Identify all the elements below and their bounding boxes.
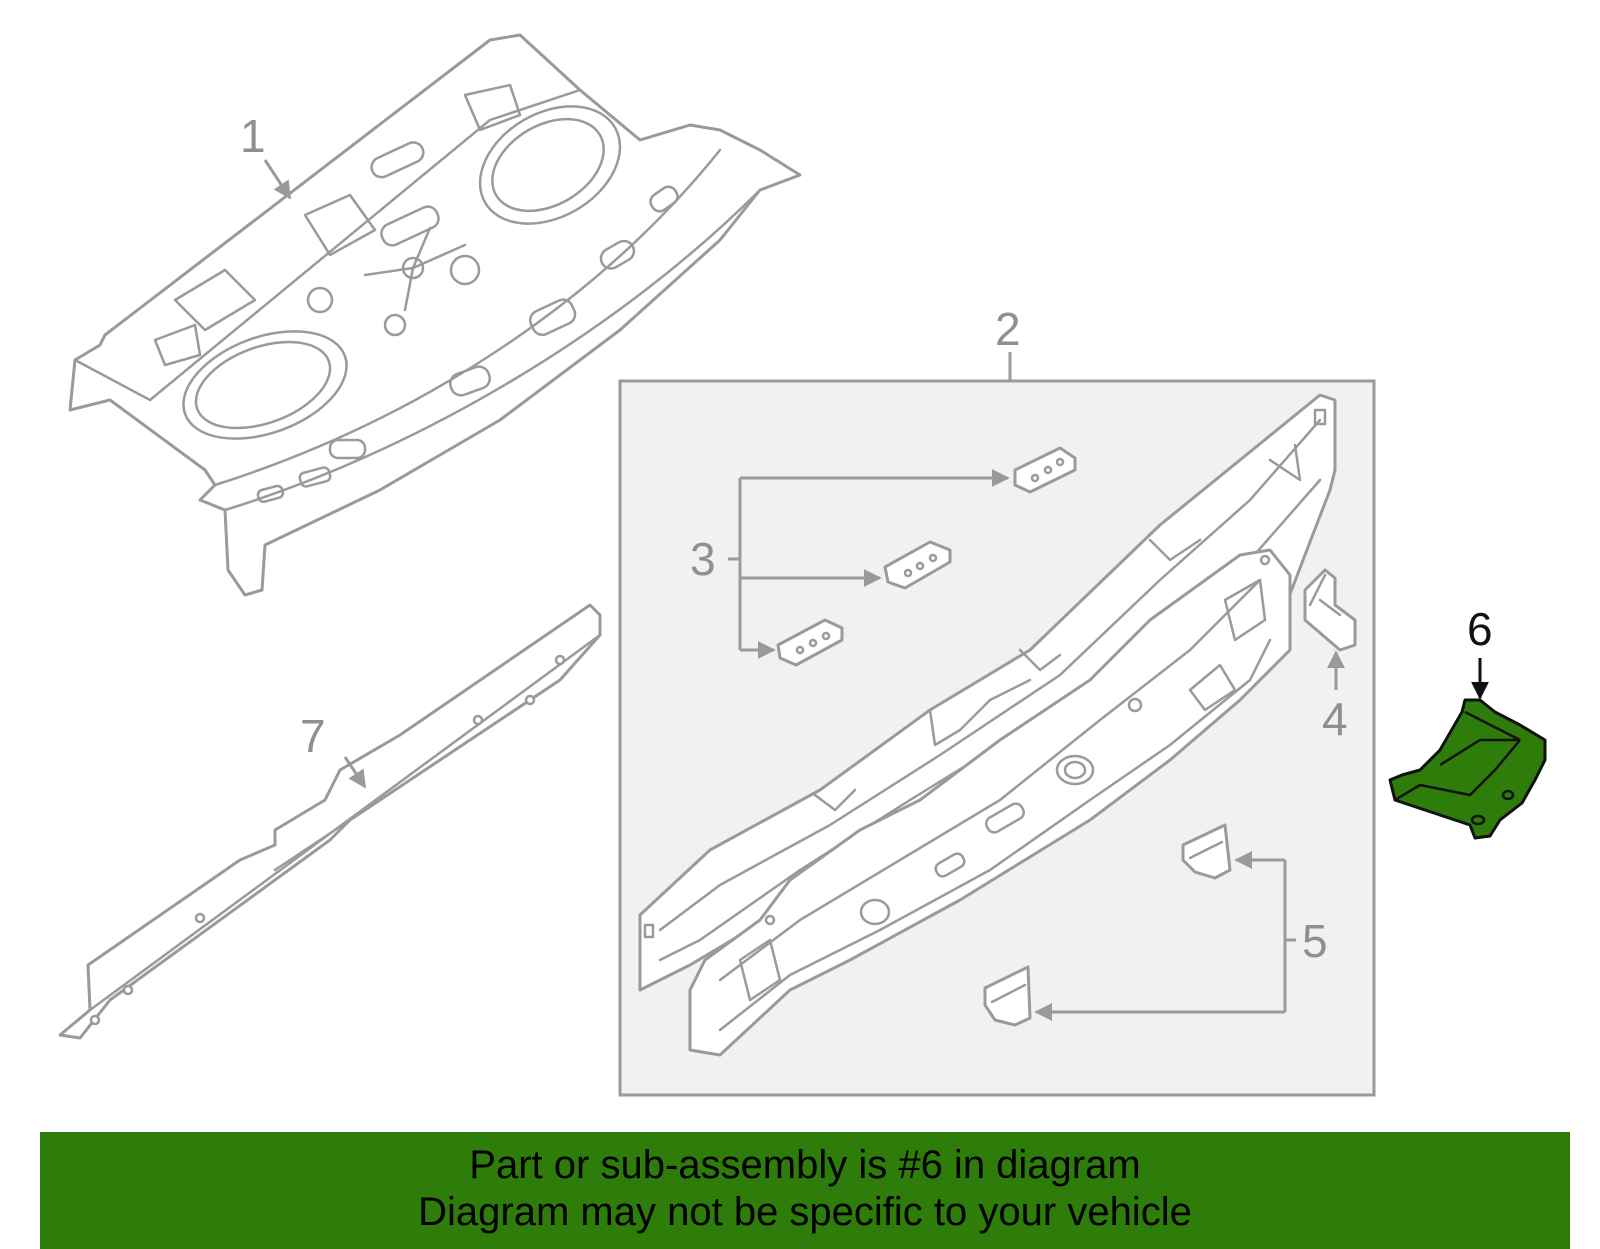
callout-1: 1	[240, 110, 266, 162]
part-2-lower-rail[interactable]	[688, 548, 1292, 1057]
part-5-bracket-top[interactable]	[1181, 823, 1232, 880]
part-5-bracket-bottom[interactable]	[983, 965, 1032, 1027]
part-6-bracket-highlighted[interactable]	[1388, 698, 1547, 840]
banner-line-1: Part or sub-assembly is #6 in diagram	[469, 1143, 1141, 1187]
part-3-bracket-top[interactable]	[1013, 446, 1077, 494]
callout-4: 4	[1322, 693, 1348, 745]
callout-5: 5	[1302, 915, 1328, 967]
callout-6: 6	[1467, 603, 1493, 655]
part-1-rear-parcel-shelf[interactable]	[68, 33, 802, 597]
part-4-bracket[interactable]	[1303, 568, 1357, 652]
callout-2: 2	[995, 303, 1021, 355]
callout-7: 7	[300, 710, 326, 762]
part-7-sill-member[interactable]	[58, 603, 602, 1040]
info-banner: Part or sub-assembly is #6 in diagram Di…	[40, 1132, 1570, 1249]
part-3-bracket-bottom[interactable]	[776, 618, 844, 667]
leaders	[263, 159, 1489, 1021]
banner-line-2: Diagram may not be specific to your vehi…	[418, 1190, 1192, 1234]
part-3-bracket-middle[interactable]	[883, 540, 952, 590]
callout-3: 3	[690, 533, 716, 585]
